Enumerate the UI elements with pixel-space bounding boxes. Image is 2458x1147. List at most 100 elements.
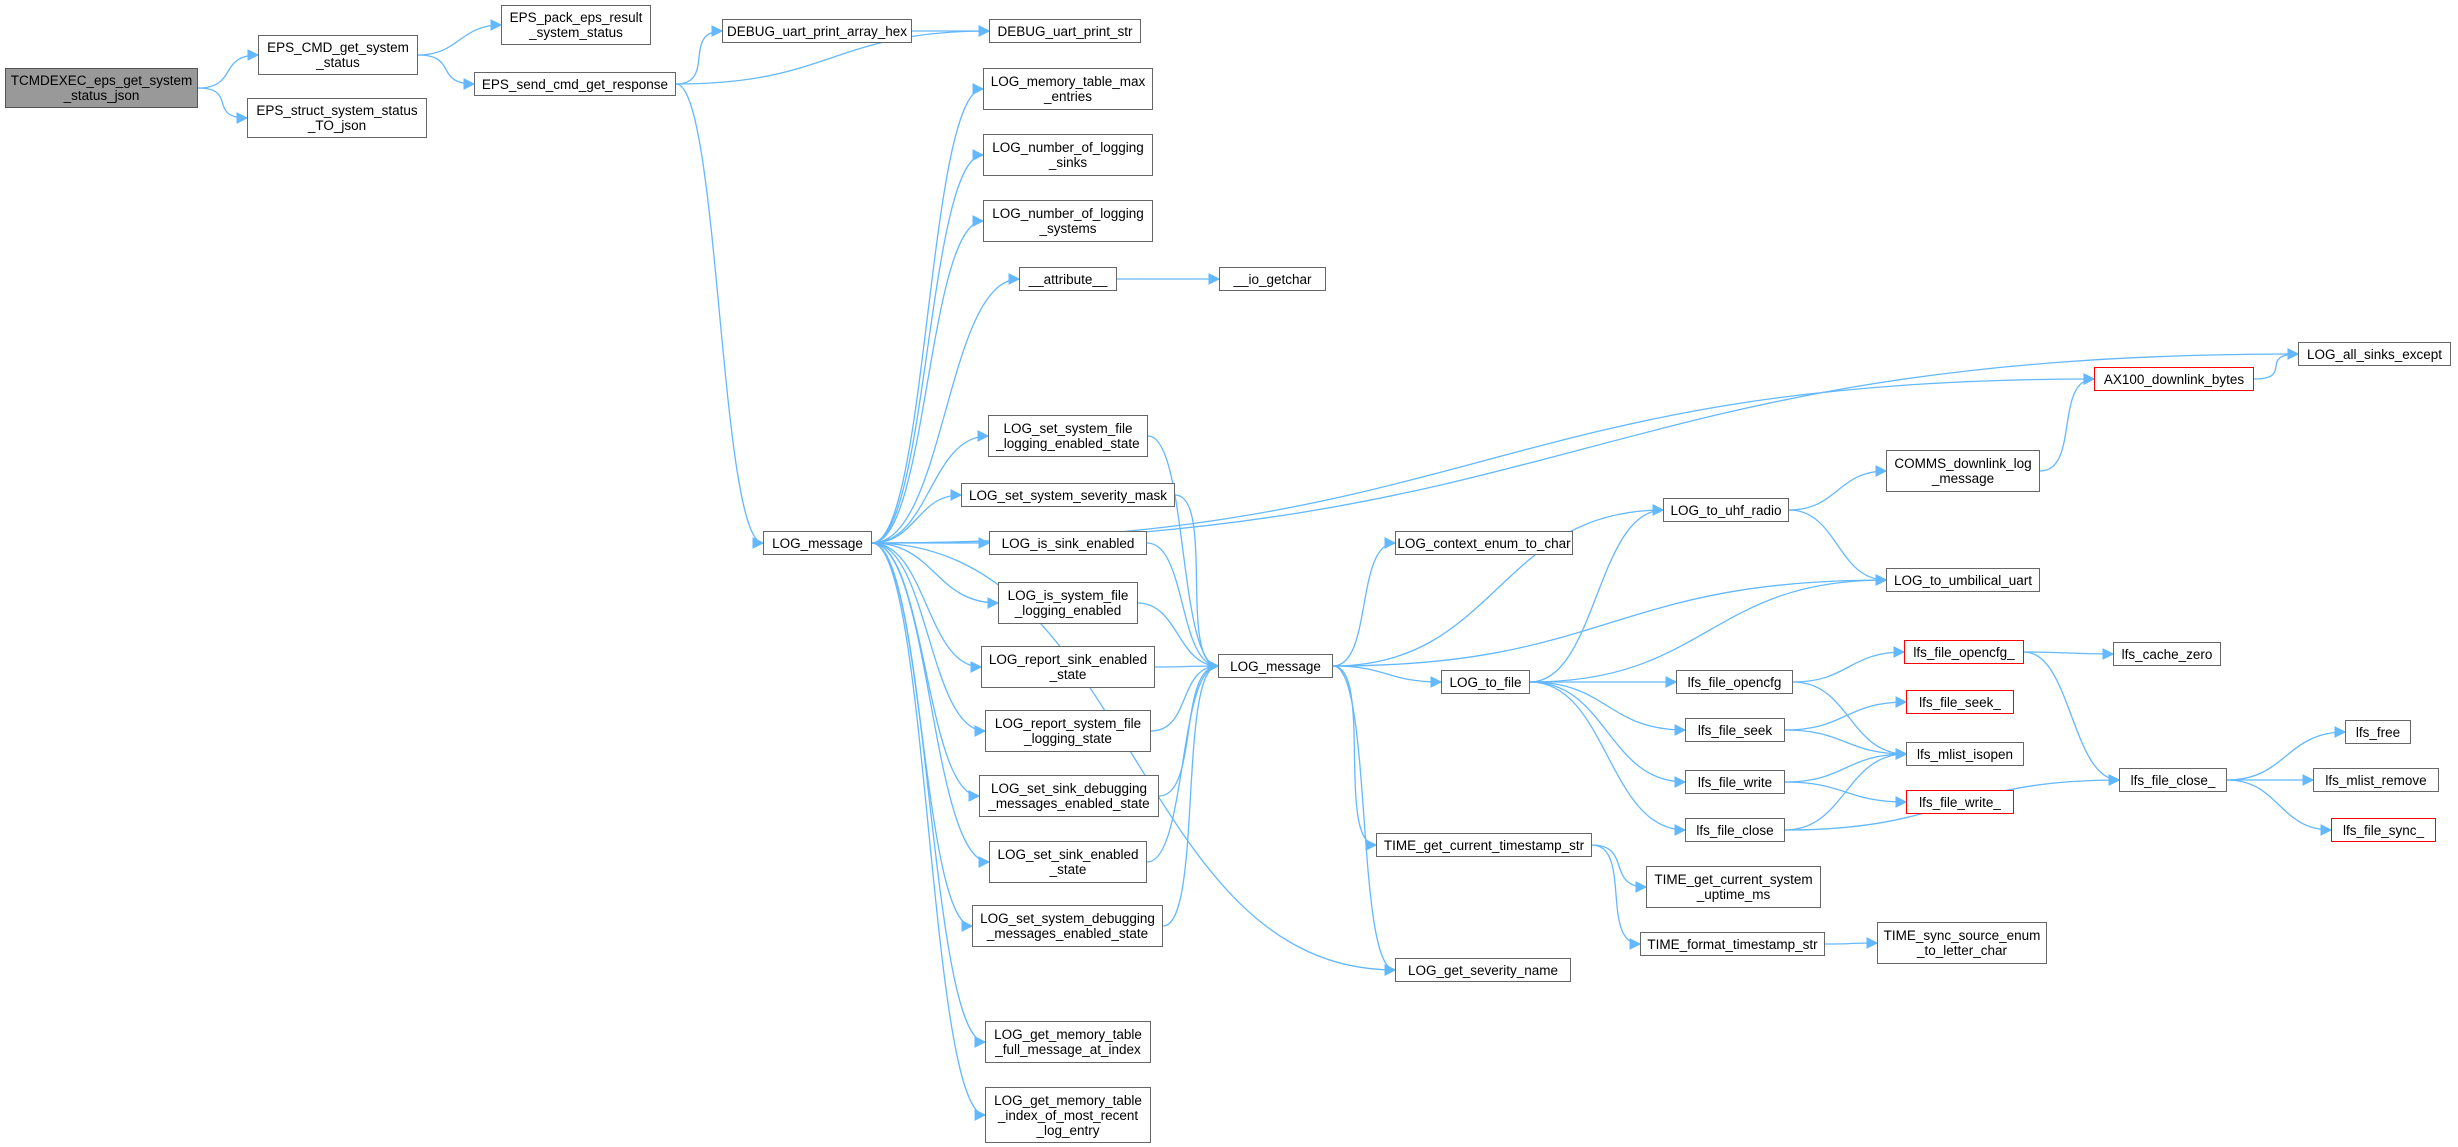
node-label: LOG_set_sink_enabled _state bbox=[997, 847, 1139, 877]
node-mem-full[interactable]: LOG_get_memory_table _full_message_at_in… bbox=[985, 1021, 1151, 1063]
node-mem-max[interactable]: LOG_memory_table_max _entries bbox=[983, 68, 1153, 110]
node-comms-dl[interactable]: COMMS_downlink_log _message bbox=[1886, 450, 2040, 492]
node-dbg-str[interactable]: DEBUG_uart_print_str bbox=[989, 19, 1141, 43]
node-mlist-remove[interactable]: lfs_mlist_remove bbox=[2313, 768, 2439, 792]
edge-to-file-to-f-seek bbox=[1529, 681, 1687, 736]
node-num-sinks[interactable]: LOG_number_of_logging _sinks bbox=[983, 134, 1153, 176]
node-f-write[interactable]: lfs_file_write bbox=[1685, 770, 1785, 794]
node-log-msg-left[interactable]: LOG_message bbox=[763, 531, 872, 555]
node-label: EPS_pack_eps_result _system_status bbox=[509, 10, 643, 40]
node-to-file[interactable]: LOG_to_file bbox=[1441, 670, 1530, 694]
node-time-uptime[interactable]: TIME_get_current_system _uptime_ms bbox=[1646, 866, 1821, 908]
node-struct-json[interactable]: EPS_struct_system_status _TO_json bbox=[247, 98, 427, 138]
edge-set-sys-dbg-to-log-msg-mid bbox=[1162, 660, 1220, 927]
edge-send-cmd-to-log-msg-left bbox=[675, 83, 765, 549]
edge-set-sev-mask-to-log-msg-mid bbox=[1174, 494, 1220, 672]
edge-f-close--to-f-sync- bbox=[2226, 779, 2333, 836]
node-label: lfs_mlist_isopen bbox=[1916, 746, 2014, 762]
node-send-cmd[interactable]: EPS_send_cmd_get_response bbox=[474, 72, 676, 96]
node-to-umb[interactable]: LOG_to_umbilical_uart bbox=[1886, 568, 2040, 592]
node-label: lfs_file_sync_ bbox=[2342, 822, 2425, 838]
edge-f-close-to-mlist-isopen bbox=[1784, 748, 1908, 831]
node-label: TIME_sync_source_enum _to_letter_char bbox=[1883, 928, 2041, 958]
node-is-sink[interactable]: LOG_is_sink_enabled bbox=[989, 531, 1147, 555]
node-ctx-enum[interactable]: LOG_context_enum_to_char bbox=[1395, 531, 1573, 555]
node-label: LOG_get_memory_table _full_message_at_in… bbox=[994, 1027, 1142, 1057]
node-f-opencfg[interactable]: lfs_file_opencfg bbox=[1676, 670, 1793, 694]
node-label: lfs_file_close bbox=[1696, 822, 1774, 838]
node-label: LOG_all_sinks_except bbox=[2306, 346, 2443, 362]
node-ax100[interactable]: AX100_downlink_bytes bbox=[2094, 367, 2254, 391]
node-report-sys-file[interactable]: LOG_report_system_file _logging_state bbox=[985, 710, 1151, 752]
node-set-sev-mask[interactable]: LOG_set_system_severity_mask bbox=[961, 483, 1175, 507]
node-mem-recent[interactable]: LOG_get_memory_table _index_of_most_rece… bbox=[985, 1087, 1151, 1143]
edge-f-opencfg--to-cache-zero bbox=[2023, 648, 2115, 660]
edge-cmd-get-to-pack bbox=[417, 19, 503, 56]
edge-log-msg-left-to-mem-recent bbox=[871, 542, 987, 1121]
node-f-seek-[interactable]: lfs_file_seek_ bbox=[1906, 690, 2014, 714]
node-cmd-get[interactable]: EPS_CMD_get_system _status bbox=[258, 35, 418, 75]
node-label: AX100_downlink_bytes bbox=[2103, 371, 2245, 387]
edge-f-opencfg-to-f-opencfg- bbox=[1792, 646, 1906, 683]
node-label: TIME_get_current_system _uptime_ms bbox=[1654, 872, 1813, 902]
node-mlist-isopen[interactable]: lfs_mlist_isopen bbox=[1906, 742, 2024, 766]
node-cache-zero[interactable]: lfs_cache_zero bbox=[2113, 642, 2221, 666]
node-time-fmt[interactable]: TIME_format_timestamp_str bbox=[1640, 932, 1825, 956]
node-label: LOG_set_system_file _logging_enabled_sta… bbox=[996, 421, 1140, 451]
node-f-write-[interactable]: lfs_file_write_ bbox=[1906, 790, 2014, 814]
edge-to-uhf-to-comms-dl bbox=[1788, 465, 1888, 511]
node-sev-name[interactable]: LOG_get_severity_name bbox=[1395, 958, 1571, 982]
node-report-sink[interactable]: LOG_report_sink_enabled _state bbox=[981, 646, 1155, 688]
node-attribute[interactable]: __attribute__ bbox=[1019, 267, 1117, 291]
edge-log-msg-left-to-num-sinks bbox=[871, 149, 985, 544]
node-all-sinks[interactable]: LOG_all_sinks_except bbox=[2298, 342, 2451, 366]
node-to-uhf[interactable]: LOG_to_uhf_radio bbox=[1663, 498, 1789, 522]
edge-log-msg-mid-to-time-ts bbox=[1332, 665, 1378, 851]
node-time-ts[interactable]: TIME_get_current_timestamp_str bbox=[1376, 833, 1592, 857]
edge-is-sys-file-to-log-msg-mid bbox=[1137, 602, 1220, 672]
edge-to-file-to-to-umb bbox=[1529, 574, 1888, 683]
node-set-sink-en[interactable]: LOG_set_sink_enabled _state bbox=[989, 841, 1147, 883]
node-f-close[interactable]: lfs_file_close bbox=[1685, 818, 1785, 842]
node-label: LOG_is_system_file _logging_enabled bbox=[1007, 588, 1129, 618]
node-label: LOG_is_sink_enabled bbox=[1001, 535, 1135, 551]
edge-log-msg-mid-to-sev-name bbox=[1332, 665, 1397, 976]
edge-to-file-to-f-write bbox=[1529, 681, 1687, 788]
node-label: LOG_set_system_severity_mask bbox=[968, 487, 1168, 503]
node-time-sync[interactable]: TIME_sync_source_enum _to_letter_char bbox=[1877, 922, 2047, 964]
edge-log-msg-left-to-report-sink bbox=[871, 542, 983, 673]
node-label: LOG_set_system_debugging _messages_enabl… bbox=[980, 911, 1155, 941]
node-label: EPS_send_cmd_get_response bbox=[481, 76, 669, 92]
node-label: lfs_file_seek bbox=[1697, 722, 1773, 738]
node-set-sys-file[interactable]: LOG_set_system_file _logging_enabled_sta… bbox=[988, 415, 1148, 457]
node-f-seek[interactable]: lfs_file_seek bbox=[1685, 718, 1785, 742]
node-num-systems[interactable]: LOG_number_of_logging _systems bbox=[983, 200, 1153, 242]
node-label: lfs_file_seek_ bbox=[1919, 694, 2001, 710]
edge-log-msg-mid-to-to-umb bbox=[1332, 574, 1888, 667]
node-is-sys-file[interactable]: LOG_is_system_file _logging_enabled bbox=[998, 582, 1138, 624]
edge-log-msg-left-to-report-sys-file bbox=[871, 542, 987, 737]
node-set-sink-dbg[interactable]: LOG_set_sink_debugging _messages_enabled… bbox=[979, 775, 1159, 817]
node-f-sync-[interactable]: lfs_file_sync_ bbox=[2331, 818, 2436, 842]
edge-log-msg-left-to-sev-name bbox=[871, 542, 1397, 976]
edge-log-msg-left-to-mem-max bbox=[871, 83, 985, 544]
node-lfs-free[interactable]: lfs_free bbox=[2345, 720, 2411, 744]
edge-time-ts-to-time-uptime bbox=[1591, 844, 1648, 893]
node-label: TIME_get_current_timestamp_str bbox=[1383, 837, 1585, 853]
edge-is-sink-to-log-msg-mid bbox=[1146, 542, 1220, 672]
node-io-getchar[interactable]: __io_getchar bbox=[1219, 267, 1326, 291]
node-dbg-hex[interactable]: DEBUG_uart_print_array_hex bbox=[722, 19, 912, 43]
node-f-opencfg-[interactable]: lfs_file_opencfg_ bbox=[1904, 640, 2024, 664]
node-label: DEBUG_uart_print_array_hex bbox=[726, 23, 908, 39]
node-label: lfs_file_write bbox=[1697, 774, 1773, 790]
node-pack[interactable]: EPS_pack_eps_result _system_status bbox=[501, 5, 651, 45]
node-label: lfs_file_opencfg_ bbox=[1913, 644, 2015, 660]
edge-log-msg-left-to-num-systems bbox=[871, 215, 985, 544]
node-label: LOG_to_file bbox=[1449, 674, 1522, 690]
node-log-msg-mid[interactable]: LOG_message bbox=[1218, 654, 1333, 678]
node-f-close-[interactable]: lfs_file_close_ bbox=[2119, 768, 2227, 792]
node-set-sys-dbg[interactable]: LOG_set_system_debugging _messages_enabl… bbox=[972, 905, 1163, 947]
edge-log-msg-left-to-is-sys-file bbox=[871, 542, 1000, 609]
node-root: TCMDEXEC_eps_get_system _status_json bbox=[5, 68, 198, 108]
